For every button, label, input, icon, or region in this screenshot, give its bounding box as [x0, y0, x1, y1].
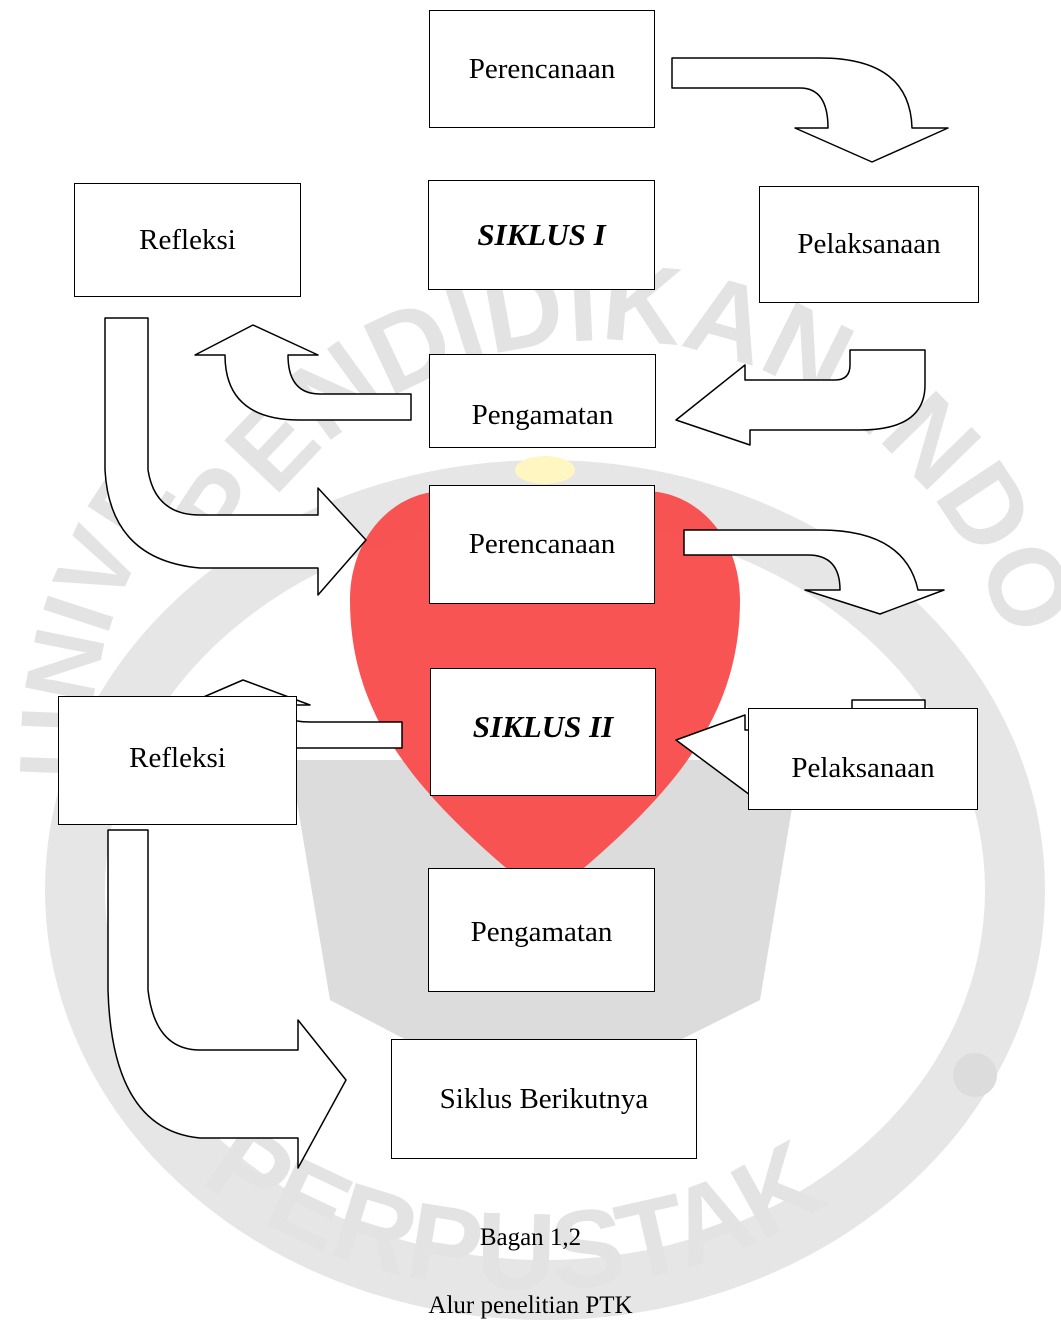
- box-c2-planning: Perencanaan: [429, 485, 655, 604]
- arrow-c1-reflection-to-planning2: [104, 317, 367, 596]
- box-c1-planning: Perencanaan: [429, 10, 655, 128]
- box-c1-cycle-label: SIKLUS I: [428, 180, 655, 290]
- box-c1-reflection: Refleksi: [74, 183, 301, 297]
- box-c2-cycle-label: SIKLUS II: [430, 668, 656, 796]
- box-c1-observation: Pengamatan: [429, 354, 656, 448]
- seal-yellow-dot: [515, 456, 575, 484]
- seal-dot: [953, 1053, 997, 1097]
- caption-title: Alur penelitian PTK: [428, 1292, 633, 1319]
- box-next-cycle: Siklus Berikutnya: [391, 1039, 697, 1159]
- box-c2-action: Pelaksanaan: [748, 708, 978, 810]
- arrow-c1-planning-to-action: [671, 57, 949, 163]
- caption-figure-number: Bagan 1,2: [479, 1224, 582, 1251]
- arrow-c1-action-to-observation: [675, 349, 926, 446]
- arrow-c2-reflection-to-next: [107, 829, 347, 1169]
- box-c1-action: Pelaksanaan: [759, 186, 979, 303]
- arrow-c1-observation-to-reflection: [194, 324, 412, 421]
- box-c2-reflection: Refleksi: [58, 696, 297, 825]
- box-c2-observation: Pengamatan: [428, 868, 655, 992]
- arrow-c2-planning-to-action: [683, 529, 945, 615]
